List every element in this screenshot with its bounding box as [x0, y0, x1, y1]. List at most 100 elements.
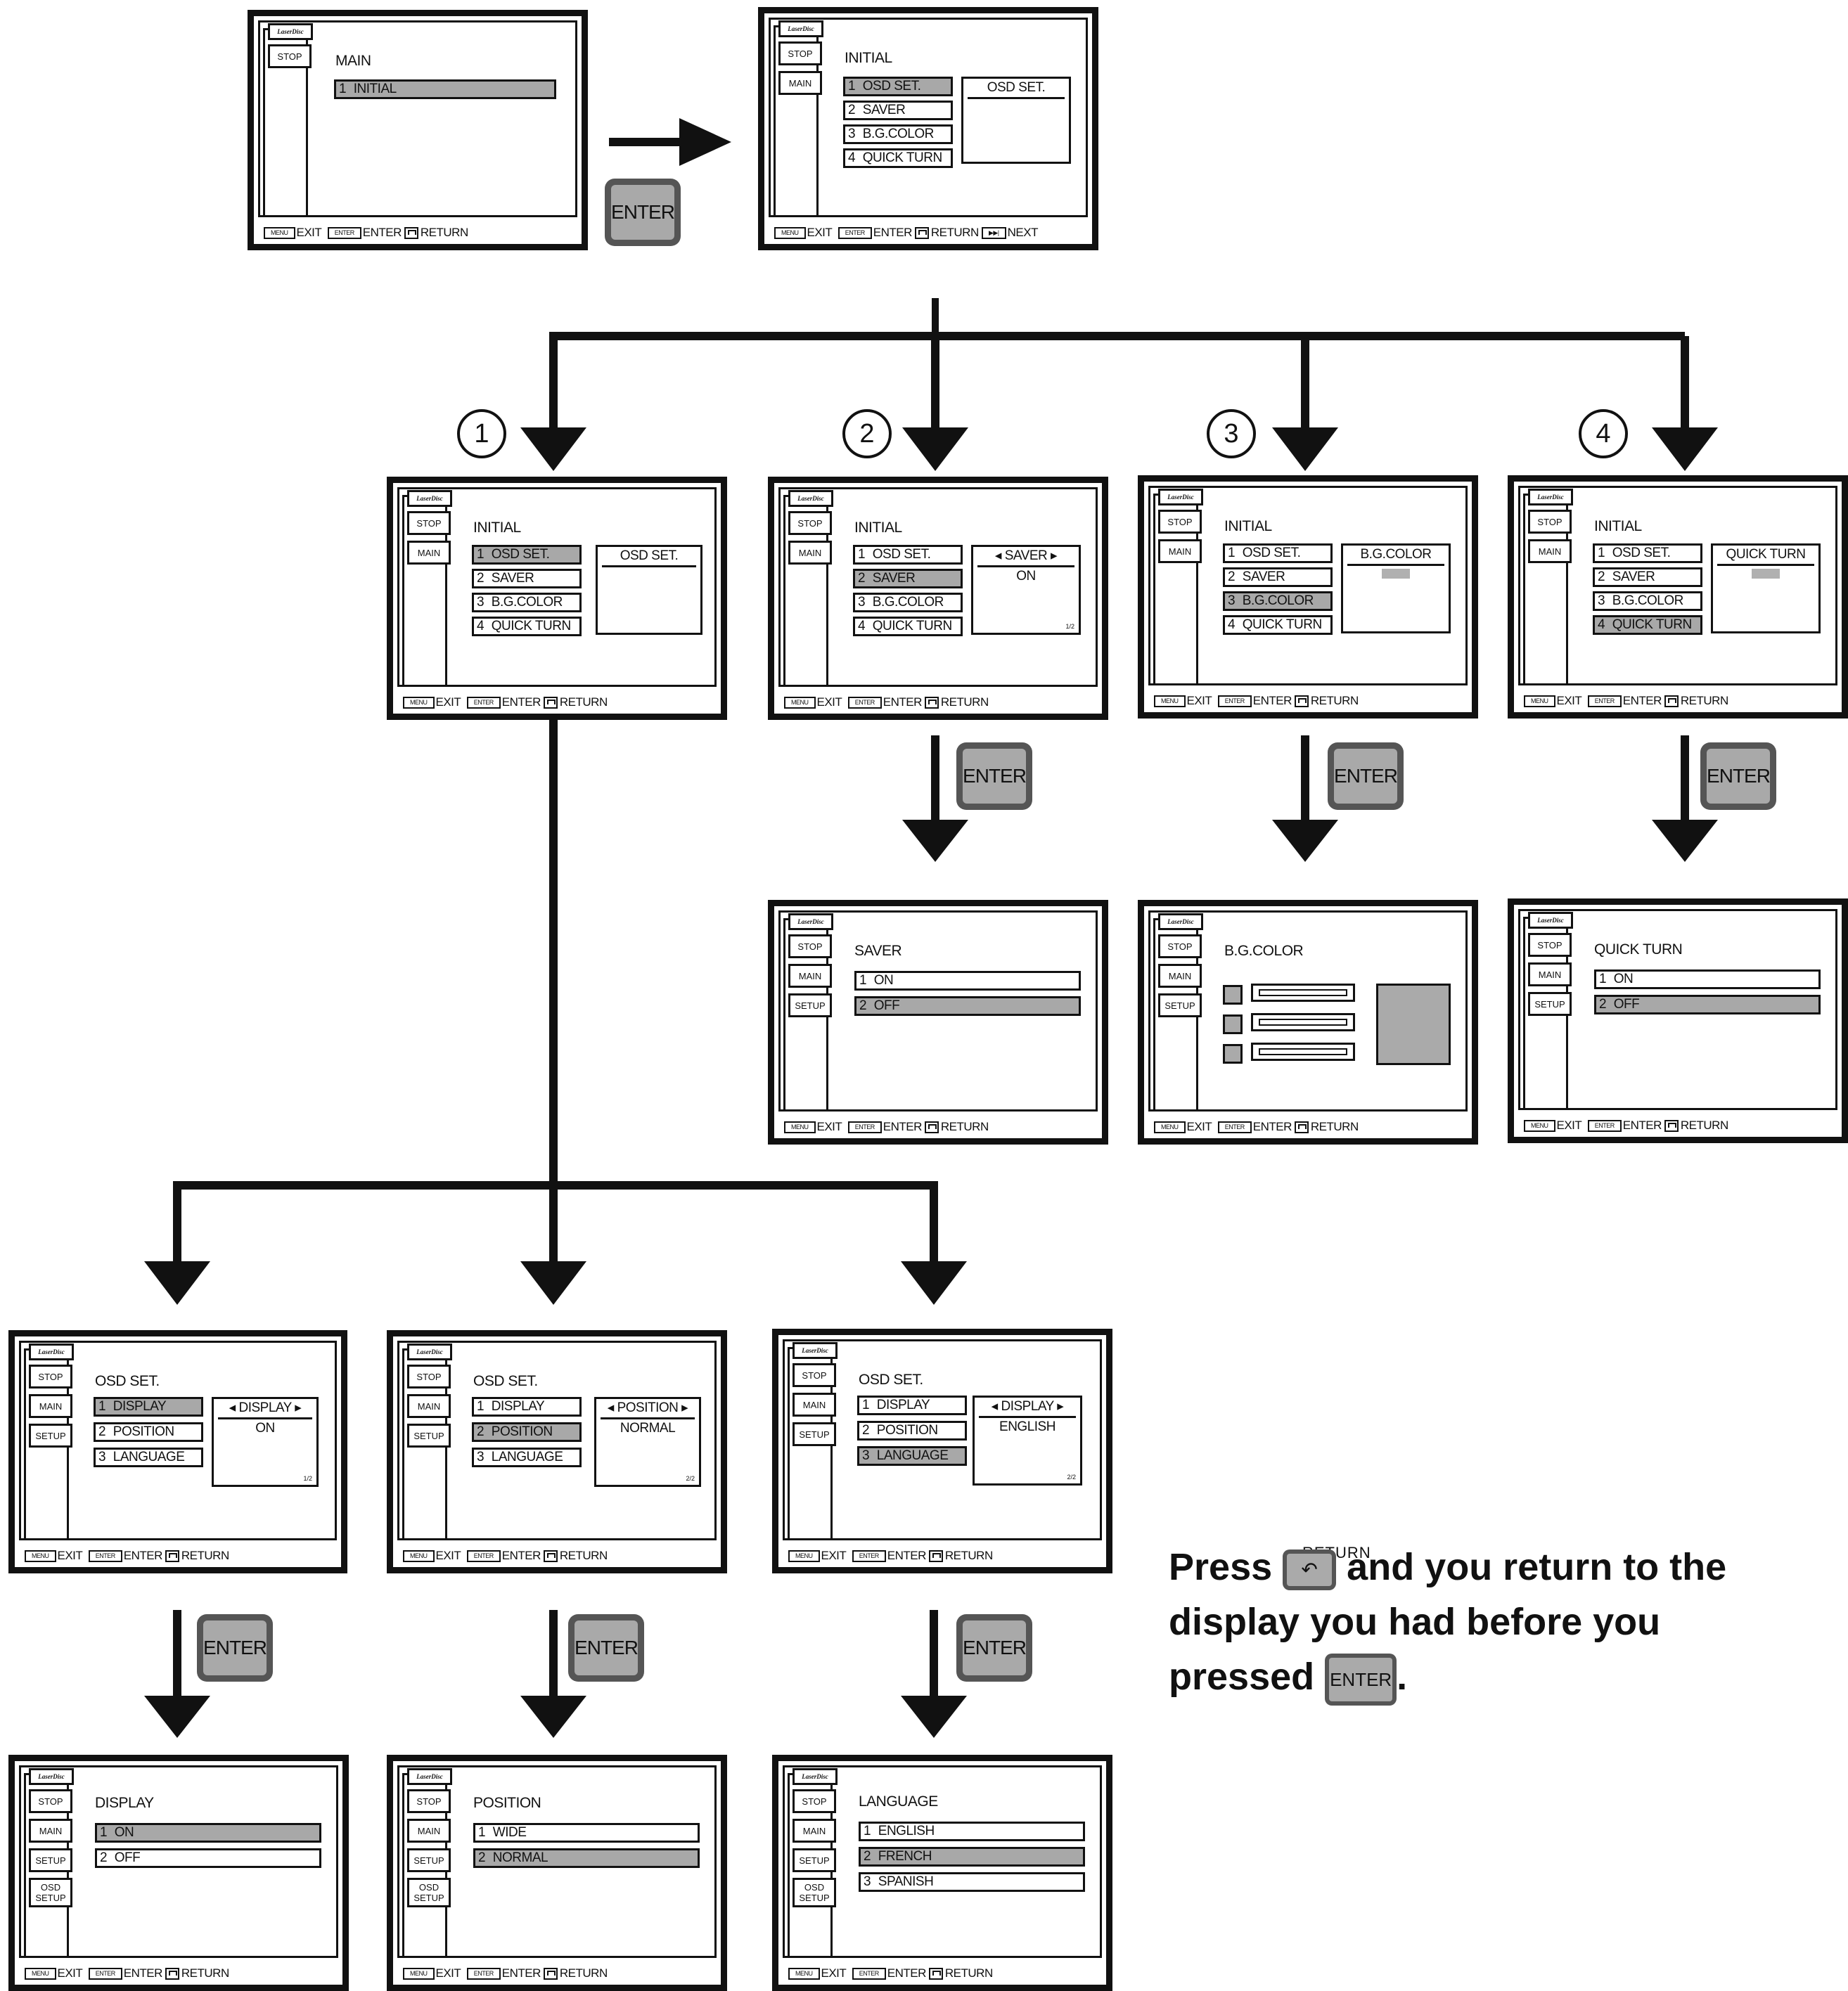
tab-stop[interactable]: STOP: [1158, 934, 1202, 958]
tab-stop[interactable]: STOP: [407, 1789, 451, 1813]
tab-setup[interactable]: SETUP: [1158, 993, 1202, 1017]
tab-stop[interactable]: STOP: [29, 1365, 72, 1388]
menu-item-display[interactable]: 1 DISPLAY: [857, 1396, 967, 1415]
enter-button[interactable]: ENTER: [605, 179, 681, 246]
menu-item-quick-turn[interactable]: 4 QUICK TURN: [1223, 615, 1333, 635]
menu-item-language[interactable]: 3 LANGUAGE: [472, 1448, 582, 1467]
color-channel-3-slider[interactable]: [1251, 1043, 1355, 1061]
tab-main[interactable]: MAIN: [788, 541, 832, 565]
menu-item-display[interactable]: 1 DISPLAY: [94, 1397, 203, 1417]
tab-main[interactable]: MAIN: [29, 1394, 72, 1418]
menu-item-osd-set[interactable]: 1 OSD SET.: [472, 545, 582, 565]
tab-stop[interactable]: STOP: [778, 41, 822, 65]
option-french[interactable]: 2 FRENCH: [859, 1847, 1085, 1867]
menu-item-bg-color[interactable]: 3 B.G.COLOR: [472, 593, 582, 612]
tab-stop[interactable]: STOP: [407, 511, 451, 535]
tab-stop[interactable]: STOP: [788, 511, 832, 535]
option-on[interactable]: 1 ON: [95, 1823, 321, 1843]
tab-setup[interactable]: SETUP: [407, 1424, 451, 1448]
tab-stop[interactable]: STOP: [1528, 933, 1572, 957]
menu-item-osd-set[interactable]: 1 OSD SET.: [843, 77, 953, 96]
tab-stop[interactable]: STOP: [788, 934, 832, 958]
tab-main[interactable]: MAIN: [1158, 964, 1202, 988]
menu-item-quick-turn[interactable]: 4 QUICK TURN: [843, 148, 953, 168]
menu-item-language[interactable]: 3 LANGUAGE: [94, 1448, 203, 1467]
tab-main[interactable]: MAIN: [1158, 539, 1202, 563]
tab-setup[interactable]: SETUP: [788, 993, 832, 1017]
tab-main[interactable]: MAIN: [793, 1819, 836, 1843]
menu-item-bg-color[interactable]: 3 B.G.COLOR: [853, 593, 963, 612]
menu-item-initial[interactable]: 1 INITIAL: [334, 79, 556, 99]
tab-setup[interactable]: SETUP: [407, 1848, 451, 1872]
screen-initial-menu: LaserDisc STOP MAIN INITIAL 1 OSD SET. 2…: [758, 7, 1098, 250]
enter-button[interactable]: ENTER: [956, 742, 1032, 810]
enter-button[interactable]: ENTER: [1328, 742, 1404, 810]
tab-stop[interactable]: STOP: [793, 1789, 836, 1813]
tab-stop[interactable]: STOP: [1158, 510, 1202, 534]
tab-osd-setup[interactable]: OSD SETUP: [793, 1878, 836, 1907]
menu-item-quick-turn[interactable]: 4 QUICK TURN: [1593, 615, 1702, 635]
menu-item-saver[interactable]: 2 SAVER: [843, 101, 953, 120]
enter-button[interactable]: ENTER: [1700, 742, 1776, 810]
page-indicator: 2/2: [1067, 1474, 1076, 1481]
option-english[interactable]: 1 ENGLISH: [859, 1822, 1085, 1841]
tab-stop[interactable]: STOP: [1528, 510, 1572, 534]
menu-item-position[interactable]: 2 POSITION: [857, 1421, 967, 1441]
tab-stop[interactable]: STOP: [793, 1363, 836, 1387]
color-channel-1-slider[interactable]: [1251, 984, 1355, 1002]
menu-item-osd-set[interactable]: 1 OSD SET.: [1593, 543, 1702, 563]
menu-item-bg-color[interactable]: 3 B.G.COLOR: [1593, 591, 1702, 611]
tab-main[interactable]: MAIN: [407, 1394, 451, 1418]
menu-item-quick-turn[interactable]: 4 QUICK TURN: [853, 617, 963, 636]
enter-button[interactable]: ENTER: [197, 1614, 273, 1682]
option-off[interactable]: 2 OFF: [854, 996, 1081, 1016]
color-channel-2-slider[interactable]: [1251, 1013, 1355, 1031]
tab-main[interactable]: MAIN: [407, 541, 451, 565]
tab-main[interactable]: MAIN: [1528, 962, 1572, 986]
enter-button[interactable]: ENTER: [568, 1614, 644, 1682]
tab-main[interactable]: MAIN: [788, 964, 832, 988]
tab-setup[interactable]: SETUP: [29, 1848, 72, 1872]
menu-item-quick-turn[interactable]: 4 QUICK TURN: [472, 617, 582, 636]
info-value: ON: [255, 1421, 275, 1436]
menu-item-osd-set[interactable]: 1 OSD SET.: [853, 545, 963, 565]
menu-item-saver[interactable]: 2 SAVER: [1593, 567, 1702, 587]
menu-item-bg-color[interactable]: 3 B.G.COLOR: [1223, 591, 1333, 611]
enter-button[interactable]: ENTER: [956, 1614, 1032, 1682]
tab-stop[interactable]: STOP: [268, 44, 312, 68]
menu-item-position[interactable]: 2 POSITION: [472, 1422, 582, 1442]
tab-setup[interactable]: SETUP: [29, 1424, 72, 1448]
menu-item-language[interactable]: 3 LANGUAGE: [857, 1446, 967, 1466]
menu-item-saver[interactable]: 2 SAVER: [1223, 567, 1333, 587]
option-off[interactable]: 2 OFF: [95, 1848, 321, 1868]
tab-stop[interactable]: STOP: [29, 1789, 72, 1813]
tab-stop[interactable]: STOP: [407, 1365, 451, 1388]
tab-main[interactable]: MAIN: [778, 71, 822, 95]
tab-main[interactable]: MAIN: [793, 1393, 836, 1417]
tab-osd-setup[interactable]: OSD SETUP: [407, 1878, 451, 1907]
menu-item-bg-color[interactable]: 3 B.G.COLOR: [843, 124, 953, 144]
option-on[interactable]: 1 ON: [1594, 969, 1821, 989]
menu-item-position[interactable]: 2 POSITION: [94, 1422, 203, 1442]
tab-osd-setup[interactable]: OSD SETUP: [29, 1878, 72, 1907]
menu-item-saver[interactable]: 2 SAVER: [472, 569, 582, 588]
menu-item-display[interactable]: 1 DISPLAY: [472, 1397, 582, 1417]
tab-setup[interactable]: SETUP: [793, 1422, 836, 1446]
option-spanish[interactable]: 3 SPANISH: [859, 1872, 1085, 1892]
tab-main[interactable]: MAIN: [29, 1819, 72, 1843]
tab-main[interactable]: MAIN: [407, 1819, 451, 1843]
tab-setup[interactable]: SETUP: [1528, 992, 1572, 1016]
option-wide[interactable]: 1 WIDE: [473, 1823, 700, 1843]
tab-setup[interactable]: SETUP: [793, 1848, 836, 1872]
tab-main[interactable]: MAIN: [1528, 539, 1572, 563]
menu-item-saver[interactable]: 2 SAVER: [853, 569, 963, 588]
option-on[interactable]: 1 ON: [854, 971, 1081, 991]
menu-item-osd-set[interactable]: 1 OSD SET.: [1223, 543, 1333, 563]
option-off[interactable]: 2 OFF: [1594, 995, 1821, 1014]
option-normal[interactable]: 2 NORMAL: [473, 1848, 700, 1868]
step-badge-2: 2: [842, 409, 892, 458]
